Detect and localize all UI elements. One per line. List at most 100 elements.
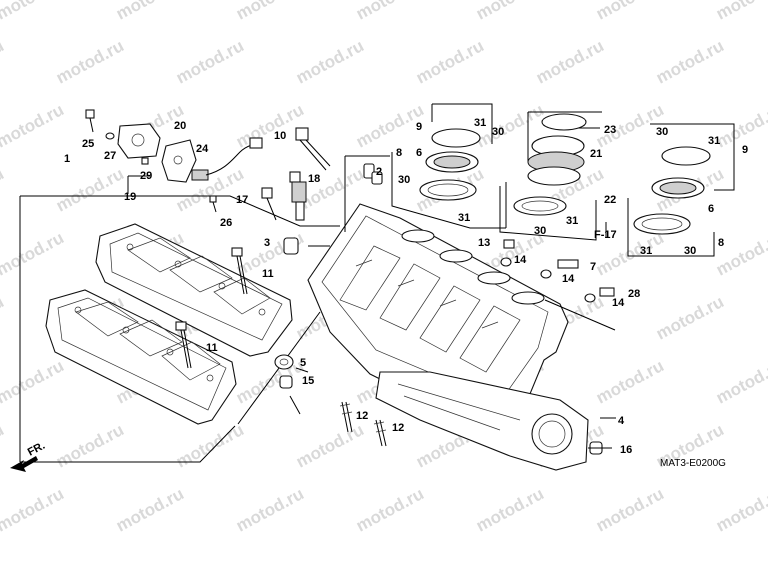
dowel-2 [363,163,383,185]
head-group-frame [344,155,616,331]
watermark-text: motod.ru [353,0,427,24]
insulator-group-centre-frame [391,103,507,229]
spark-plug-18 [289,171,307,221]
callout-7: 7 [590,261,596,273]
callout-14-a: 14 [514,254,527,266]
callout-31-c: 31 [566,215,578,227]
watermark-text: motod.ru [0,228,67,279]
insulator-group-21-frame [499,111,602,241]
callout-26: 26 [220,217,232,229]
dowel-15 [279,375,293,389]
watermark-text: motod.ru [413,36,487,87]
head-cover-group-frame [19,195,340,463]
watermark-text: motod.ru [53,420,127,471]
callout-15: 15 [302,375,314,387]
washer-27 [105,132,115,140]
bolt-10 [295,127,331,171]
callout-21: 21 [590,148,602,160]
sensor-block-19 [117,123,161,159]
watermark-text: motod.ru [653,292,727,343]
watermark-text: motod.ru [53,36,127,87]
watermark-text: motod.ru [593,0,667,24]
watermark-text: motod.ru [473,484,547,535]
insulator-21 [513,113,587,216]
callout-14-b: 14 [562,273,575,285]
callout-9-centre: 9 [416,121,422,133]
bolt-13 [503,239,515,249]
callout-30-c: 30 [534,225,546,237]
callout-8-right: 8 [718,237,724,249]
callout-11-upper: 11 [262,268,274,280]
callout-31-e: 31 [640,245,652,257]
callout-31-a: 31 [474,117,486,129]
stud-bolt-12b [373,419,387,447]
callout-14-c: 14 [612,297,625,309]
callout-18: 18 [308,173,320,185]
watermark-text: motod.ru [0,356,67,407]
cylinder-head-cover-lower [45,289,237,425]
watermark-text: motod.ru [473,0,547,24]
callout-19: 19 [124,191,136,203]
callout-30-d: 30 [656,126,668,138]
sensor-24 [191,169,209,181]
watermark-text: motod.ru [233,484,307,535]
watermark-text: motod.ru [0,0,67,24]
callout-6-right: 6 [708,203,714,215]
callout-16: 16 [620,444,632,456]
callout-25: 25 [82,138,94,150]
watermark-text: motod.ru [293,36,367,87]
callout-labels: 1 2 3 4 5 6 6 7 8 8 9 9 10 11 11 12 12 1… [26,117,748,469]
collar-3 [283,237,299,255]
callout-12-b: 12 [392,422,404,434]
callout-9-right: 9 [742,144,748,156]
callout-11-lower: 11 [206,342,218,354]
bracket-20 [161,139,197,183]
watermark-text: motod.ru [0,420,7,471]
callout-10: 10 [274,130,286,142]
front-direction-arrow [10,456,38,472]
washer-14b [540,269,552,279]
cylinder-head [307,203,569,425]
callout-8-centre: 8 [396,147,402,159]
watermark-text: motod.ru [293,420,367,471]
callout-27: 27 [104,150,116,162]
bolt-26 [209,195,217,213]
seal-5 [274,354,294,370]
watermark-text: motod.ru [593,356,667,407]
callout-1: 1 [64,153,70,165]
washer-14c [584,293,596,303]
front-marker-label: FR. [26,440,47,459]
watermark-text: motod.ru [53,164,127,215]
leader-seal [289,395,301,415]
watermark-text: motod.ru [713,228,768,279]
washer-14a [500,257,512,267]
watermark-text: motod.ru [233,0,307,24]
pin-29 [141,157,149,165]
fitting-7 [557,259,579,269]
intake-insulator-6-centre [419,128,481,201]
callout-4: 4 [618,415,625,427]
callout-2: 2 [376,166,382,178]
watermark-text: motod.ru [173,420,247,471]
watermark-text: motod.ru [0,100,67,151]
watermark-text: motod.ru [0,36,7,87]
diagram-code: MAT3-E0200G [660,458,726,469]
cylinder-head-cover-upper [95,223,293,357]
callout-20: 20 [174,120,186,132]
insulator-group-right-frame [627,123,735,257]
bolt-25 [85,109,95,133]
watermark-text: motod.ru [0,164,7,215]
watermark-text: motod.ru [0,484,67,535]
callout-30-e: 30 [684,245,696,257]
callout-30-b: 30 [398,174,410,186]
watermark-text: motod.ru [353,484,427,535]
watermark-text: motod.ru [713,484,768,535]
watermark-text: motod.ru [233,356,307,407]
watermark-text: motod.ru [713,356,768,407]
callout-31-d: 31 [708,135,720,147]
bolt-17 [261,187,277,221]
callout-22: 22 [604,194,616,206]
watermark-text: motod.ru [173,36,247,87]
